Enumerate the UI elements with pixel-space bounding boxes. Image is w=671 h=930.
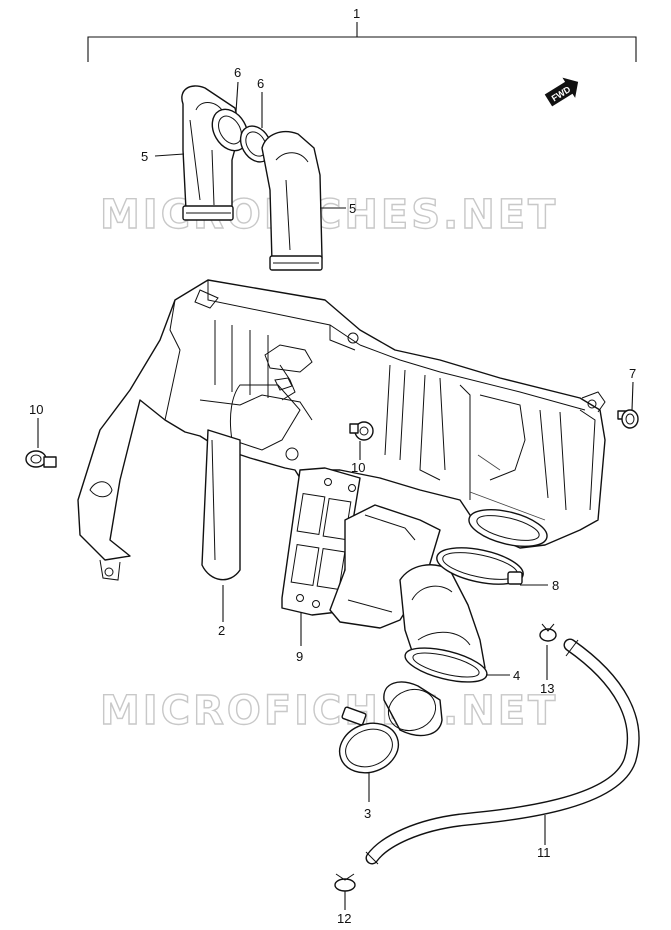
screw-7: [617, 409, 639, 429]
callout-8: 8: [552, 578, 559, 593]
intake-duct-left: [181, 85, 241, 221]
inlet-collar: [468, 509, 548, 547]
intake-duct-right: [261, 130, 323, 271]
leader-lines: [37, 81, 634, 910]
lower-tube-2: [201, 429, 241, 581]
callout-6-right: 6: [257, 76, 264, 91]
callout-1: 1: [353, 6, 360, 21]
hose-clip-12: [334, 873, 356, 892]
clamp-band-8: [436, 547, 524, 585]
callout-2: 2: [218, 623, 225, 638]
connector-rubber: [383, 681, 443, 737]
callout-3: 3: [364, 806, 371, 821]
air-cleaner-box: [77, 279, 606, 581]
fwd-arrow-badge: FWD: [544, 77, 579, 107]
callout-9: 9: [296, 649, 303, 664]
callout-numbers: 1 2 3 4 5 5 6 6 7 8 9 10 10 11 12 13: [29, 6, 636, 926]
bolt-10-box: [349, 421, 374, 441]
seal-ring-left: [211, 108, 249, 152]
callout-4: 4: [513, 668, 520, 683]
callout-7: 7: [629, 366, 636, 381]
callout-10-left: 10: [29, 402, 43, 417]
assembly-bracket: [87, 22, 637, 62]
callout-11: 11: [537, 845, 551, 860]
callout-6-left: 6: [234, 65, 241, 80]
hose-clip-13: [539, 623, 557, 642]
callout-5-right: 5: [349, 201, 356, 216]
drain-hose-11: [365, 638, 640, 865]
callout-12: 12: [337, 911, 351, 926]
callout-10-box: 10: [351, 460, 365, 475]
watermark-top: MICROFICHES.NET: [100, 192, 558, 238]
callout-13: 13: [540, 681, 554, 696]
bolt-10-left: [25, 450, 57, 468]
callout-5-left: 5: [141, 149, 148, 164]
watermark-bottom: MICROFICHES.NET: [100, 688, 558, 734]
hose-clamp-3: [338, 706, 400, 774]
